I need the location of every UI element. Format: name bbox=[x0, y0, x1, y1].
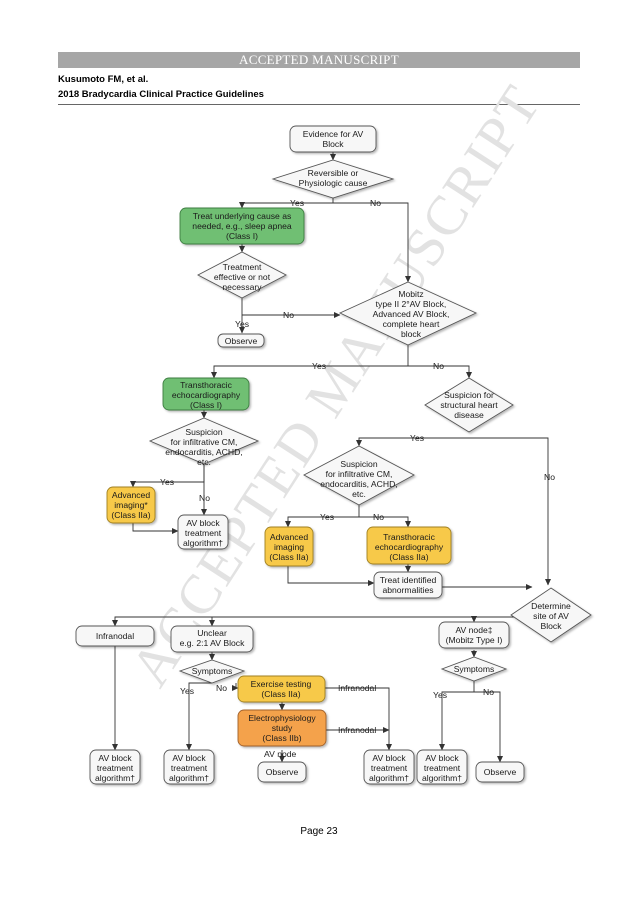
svg-text:Symptoms: Symptoms bbox=[192, 666, 233, 676]
svg-text:Infranodal: Infranodal bbox=[96, 631, 134, 641]
label-yes-reversible: Yes bbox=[290, 198, 304, 208]
svg-text:Observe: Observe bbox=[225, 336, 258, 346]
label-no-symptoms-right: No bbox=[483, 687, 494, 697]
label-av-node: AV node bbox=[264, 749, 297, 759]
svg-text:Observe: Observe bbox=[266, 767, 299, 777]
box-observe-right: Observe bbox=[475, 761, 525, 783]
label-no-effective: No bbox=[283, 310, 294, 320]
box-observe-middle: Observe bbox=[257, 761, 307, 783]
connectors bbox=[112, 152, 551, 763]
label-no-susp-mid: No bbox=[373, 512, 384, 522]
label-yes-symptoms-left: Yes bbox=[180, 686, 194, 696]
box-infranodal: Infranodal bbox=[75, 625, 155, 647]
label-yes-susp-left: Yes bbox=[160, 477, 174, 487]
header-rule bbox=[58, 104, 580, 105]
label-infranodal-ep: Infranodal bbox=[338, 725, 376, 735]
authors-line: Kusumoto FM, et al. bbox=[58, 74, 149, 85]
decision-symptoms-right: Symptoms bbox=[440, 656, 508, 682]
edge-labels: Yes No Yes No Yes No Yes No Yes No Yes N… bbox=[160, 198, 555, 759]
label-yes-symptoms-right: Yes bbox=[433, 690, 447, 700]
label-infranodal-exercise: Infranodal bbox=[338, 683, 376, 693]
decision-symptoms-left: Symptoms bbox=[178, 659, 246, 684]
box-av-nodal: AV node‡(Mobitz Type I) bbox=[438, 621, 510, 649]
page-number: Page 23 bbox=[300, 826, 338, 837]
label-no-structural: No bbox=[544, 472, 555, 482]
label-yes-mobitz: Yes bbox=[312, 361, 326, 371]
label-no-susp-left: No bbox=[199, 493, 210, 503]
label-no-mobitz: No bbox=[433, 361, 444, 371]
box-exercise-testing: Exercise testing(Class IIa) bbox=[237, 675, 326, 703]
svg-text:Exercise testing(Class IIa): Exercise testing(Class IIa) bbox=[251, 679, 312, 699]
svg-text:Symptoms: Symptoms bbox=[454, 664, 495, 674]
label-yes-susp-mid: Yes bbox=[320, 512, 334, 522]
label-yes-structural: Yes bbox=[410, 433, 424, 443]
svg-text:Observe: Observe bbox=[484, 767, 517, 777]
accepted-manuscript-banner: ACCEPTED MANUSCRIPT bbox=[58, 52, 580, 68]
box-observe-top: Observe bbox=[217, 333, 265, 348]
label-no-reversible: No bbox=[370, 198, 381, 208]
label-no-symptoms-left: No bbox=[216, 683, 227, 693]
label-yes-effective: Yes bbox=[235, 319, 249, 329]
svg-text:AV node‡(Mobitz Type I): AV node‡(Mobitz Type I) bbox=[446, 625, 503, 645]
guideline-title: 2018 Bradycardia Clinical Practice Guide… bbox=[58, 89, 264, 100]
